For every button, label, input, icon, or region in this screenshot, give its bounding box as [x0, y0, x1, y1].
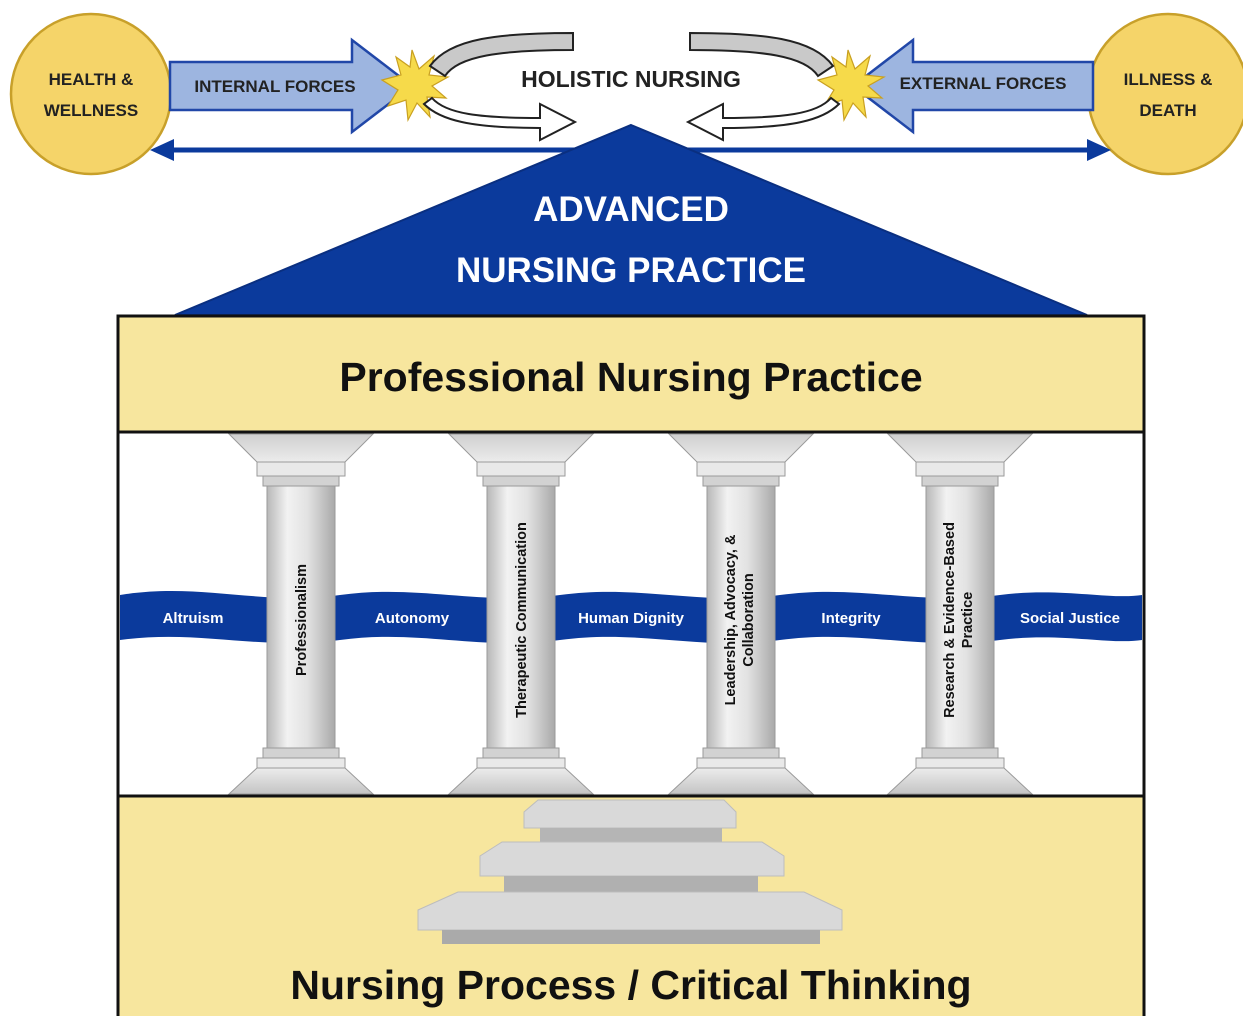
top-band: HEALTH & WELLNESS ILLNESS & DEATH INTERN…: [9, 12, 1243, 176]
pillar-4-label-1: Research & Evidence-Based: [942, 522, 958, 718]
pillar-plinth: [915, 757, 1005, 769]
pillar-plinth: [476, 757, 566, 769]
pillar-collar: [702, 475, 780, 487]
pillar-plinth: [256, 757, 346, 769]
roof: ADVANCED NURSING PRACTICE: [174, 123, 1088, 316]
health-wellness-circle: [9, 12, 173, 176]
pillar-shaft: [706, 485, 776, 749]
value-integrity: Integrity: [821, 610, 881, 627]
entablature-box: [116, 314, 1146, 434]
right-curve-white-arrow: [685, 96, 841, 142]
illness-death-circle: [1086, 12, 1243, 176]
pillar-base: [227, 767, 375, 795]
pillar-1-label-1: Professionalism: [294, 564, 310, 676]
pillars-group: Professionalism Therapeutic Communication…: [227, 433, 1034, 795]
pillar-abacus: [915, 461, 1005, 477]
external-forces-arrow: [850, 37, 1095, 135]
left-curve-gray: [428, 31, 574, 78]
pillar-base: [447, 767, 595, 795]
value-human-dignity: Human Dignity: [578, 610, 684, 627]
value-social-justice: Social Justice: [1020, 610, 1120, 627]
values-wave-band: [120, 591, 1142, 644]
foundation-title: Nursing Process / Critical Thinking: [290, 962, 971, 1008]
pillar-plinth: [696, 757, 786, 769]
pillar-shaft: [925, 485, 995, 749]
pillar-abacus: [256, 461, 346, 477]
arrowhead-left: [150, 139, 174, 161]
pillar-collar: [921, 475, 999, 487]
health-wellness-line2: WELLNESS: [44, 101, 138, 120]
value-altruism: Altruism: [163, 610, 224, 627]
pillar-base: [667, 767, 815, 795]
steps-icon: [417, 799, 843, 944]
roof-line2: NURSING PRACTICE: [456, 251, 806, 290]
foundation: Nursing Process / Critical Thinking: [116, 794, 1146, 1016]
roof-line1: ADVANCED: [533, 190, 729, 229]
external-forces-label: EXTERNAL FORCES: [900, 74, 1067, 93]
left-curve-white-arrow: [422, 96, 578, 142]
pillar-2-label-1: Therapeutic Communication: [514, 522, 530, 718]
internal-forces-label: INTERNAL FORCES: [194, 77, 355, 96]
right-curve-gray: [689, 31, 835, 78]
pillar-4-label-2: Practice: [960, 592, 976, 648]
pillar-zone: Altruism Autonomy Human Dignity Integrit…: [116, 430, 1146, 798]
pillar-collar: [482, 475, 560, 487]
pillar-shaft: [486, 485, 556, 749]
left-burst-icon: [380, 49, 450, 123]
health-wellness-line1: HEALTH &: [49, 70, 134, 89]
pillar-1: Professionalism: [227, 433, 375, 795]
internal-forces-arrow: [168, 37, 415, 135]
pillar-base-collar: [482, 747, 560, 759]
pillar-base: [886, 767, 1034, 795]
illness-death-line1: ILLNESS &: [1124, 70, 1213, 89]
pillar-base-collar: [262, 747, 340, 759]
pillar-abacus: [696, 461, 786, 477]
pillar-2: Therapeutic Communication: [447, 433, 595, 795]
pillar-base-collar: [921, 747, 999, 759]
holistic-nursing-label: HOLISTIC NURSING: [521, 66, 741, 92]
pillar-3: Leadership, Advocacy, &Collaboration: [667, 433, 815, 795]
value-autonomy: Autonomy: [375, 610, 450, 627]
arrowhead-right: [1087, 139, 1111, 161]
pillar-base-collar: [702, 747, 780, 759]
illness-death-line2: DEATH: [1139, 101, 1196, 120]
entablature-title: Professional Nursing Practice: [339, 354, 922, 400]
pillar-collar: [262, 475, 340, 487]
pillar-3-label-1: Leadership, Advocacy, &: [723, 534, 739, 705]
pillar-abacus: [476, 461, 566, 477]
pillar-3-label-2: Collaboration: [741, 573, 757, 666]
entablature: Professional Nursing Practice: [116, 314, 1146, 434]
